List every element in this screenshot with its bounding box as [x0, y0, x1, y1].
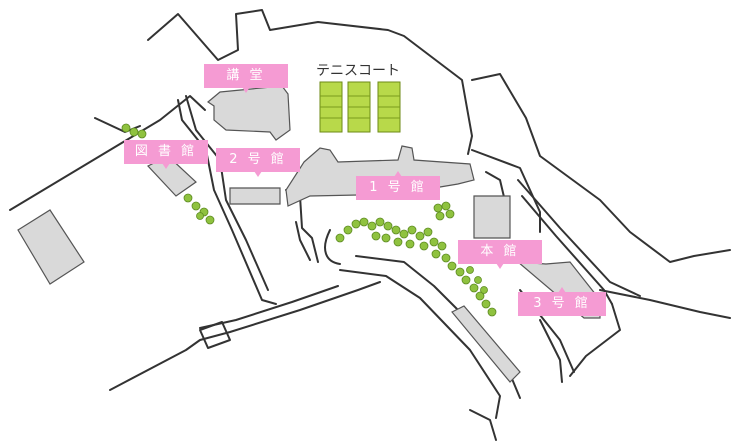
- tree: [407, 225, 417, 235]
- road-west-inner: [177, 99, 277, 305]
- road-central-inner: [295, 221, 311, 261]
- tree: [461, 275, 471, 285]
- road-southwest-loop: [109, 281, 381, 391]
- tree: [437, 241, 447, 251]
- label-building-2[interactable]: 2 号 館: [216, 148, 300, 177]
- road-small-box: [199, 321, 231, 349]
- tree: [335, 233, 345, 243]
- road-diagonal-main: [339, 269, 501, 419]
- label-building-1[interactable]: 1 号 館: [356, 171, 440, 200]
- tree: [205, 215, 215, 225]
- tree: [419, 241, 429, 251]
- label-main-building[interactable]: 本 館: [458, 240, 542, 269]
- road-east-3: [517, 179, 641, 297]
- tree: [405, 239, 415, 249]
- tree: [399, 229, 409, 239]
- tennis-courts: [319, 81, 401, 133]
- tree: [455, 267, 465, 277]
- road-boundary-top-left: [147, 9, 473, 155]
- tree: [183, 193, 193, 203]
- tree: [196, 212, 204, 220]
- tree: [381, 233, 391, 243]
- label-tennis-court: テニスコート: [316, 63, 400, 79]
- label-building-3[interactable]: 3 号 館: [518, 287, 606, 316]
- tree: [433, 203, 443, 213]
- tree: [359, 217, 369, 227]
- road-central-curve: [324, 229, 341, 265]
- tree: [423, 227, 433, 237]
- tree: [469, 283, 479, 293]
- road-far-east-2: [599, 289, 731, 319]
- road-west-inner-2: [185, 95, 269, 291]
- tree: [191, 201, 201, 211]
- tree: [445, 209, 455, 219]
- building-2: [229, 187, 281, 205]
- tree: [481, 299, 491, 309]
- tree: [475, 291, 485, 301]
- tree: [129, 127, 139, 137]
- road-bottom-stub: [469, 409, 497, 441]
- label-kodo[interactable]: 講 堂: [204, 64, 288, 93]
- tree: [383, 221, 393, 231]
- tree: [447, 261, 457, 271]
- road-east-1: [471, 149, 541, 233]
- road-library-north: [9, 95, 206, 211]
- tree: [371, 231, 381, 241]
- road-diagonal-inner: [355, 255, 521, 399]
- tree: [343, 225, 353, 235]
- trees: [121, 123, 497, 317]
- tree: [121, 123, 131, 133]
- tree: [137, 129, 147, 139]
- tree: [415, 231, 425, 241]
- tree: [367, 221, 377, 231]
- building-south: [451, 305, 521, 383]
- tree: [391, 225, 401, 235]
- tree: [474, 276, 482, 284]
- tree: [351, 219, 361, 229]
- tree: [375, 217, 385, 227]
- building-west: [17, 209, 85, 285]
- road-east-lower-2: [539, 319, 563, 383]
- road-far-east: [471, 73, 731, 263]
- tree: [429, 237, 439, 247]
- tree: [487, 307, 497, 317]
- road-east-curve: [569, 303, 621, 377]
- tree: [435, 211, 445, 221]
- label-library[interactable]: 図 書 館: [124, 140, 208, 169]
- building-kodo: [206, 85, 291, 141]
- tree: [480, 286, 488, 294]
- tree: [441, 253, 451, 263]
- tree: [393, 237, 403, 247]
- tree: [431, 249, 441, 259]
- tree: [466, 266, 474, 274]
- tree: [441, 201, 451, 211]
- road-east-4: [521, 195, 613, 305]
- building-main: [473, 195, 511, 239]
